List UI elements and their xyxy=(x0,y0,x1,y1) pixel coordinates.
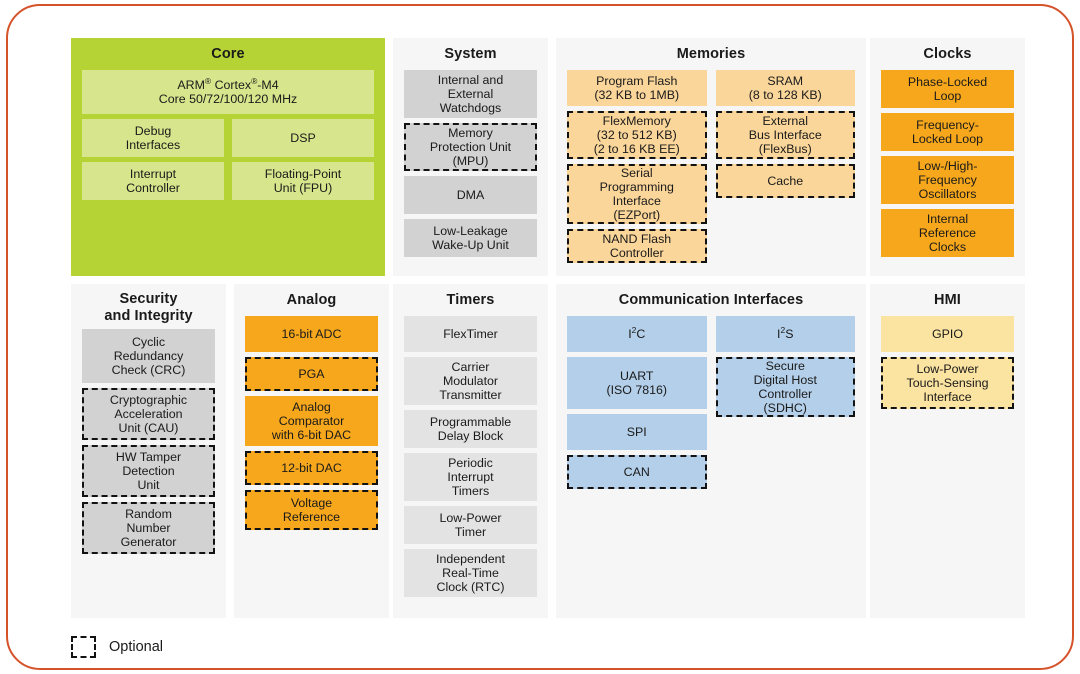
comms-column-right: I2S Secure Digital Host Controller (SDHC… xyxy=(715,316,855,417)
block-low-power-timer: Low-Power Timer xyxy=(404,506,537,544)
block-low-power-touch-sensing-interface: Low-Power Touch-Sensing Interface xyxy=(881,357,1014,409)
panel-hmi: HMI GPIO Low-Power Touch-Sensing Interfa… xyxy=(870,284,1025,618)
memories-column-left: Program Flash (32 KB to 1MB) FlexMemory … xyxy=(567,70,707,263)
block-internal-reference-clocks: Internal Reference Clocks xyxy=(881,209,1014,257)
block-carrier-modulator-transmitter: Carrier Modulator Transmitter xyxy=(404,357,537,405)
block-serial-programming-interface: Serial Programming Interface (EZPort) xyxy=(567,164,707,224)
block-program-flash: Program Flash (32 KB to 1MB) xyxy=(567,70,707,106)
block-oscillators: Low-/High- Frequency Oscillators xyxy=(881,156,1014,204)
panel-clocks: Clocks Phase-Locked Loop Frequency- Lock… xyxy=(870,38,1025,276)
memories-column-right: SRAM (8 to 128 KB) External Bus Interfac… xyxy=(715,70,855,198)
panel-hmi-title: HMI xyxy=(934,292,961,308)
block-secure-digital-host-controller: Secure Digital Host Controller (SDHC) xyxy=(715,357,855,417)
block-frequency-locked-loop: Frequency- Locked Loop xyxy=(881,113,1014,151)
dashed-square-icon xyxy=(71,636,96,658)
block-independent-real-time-clock: Independent Real-Time Clock (RTC) xyxy=(404,549,537,597)
block-sram: SRAM (8 to 128 KB) xyxy=(715,70,855,106)
panel-memories: Memories Program Flash (32 KB to 1MB) Fl… xyxy=(556,38,866,276)
block-cyclic-redundancy-check: Cyclic Redundancy Check (CRC) xyxy=(82,329,215,383)
block-memory-protection-unit: Memory Protection Unit (MPU) xyxy=(404,123,537,171)
block-label: I2S xyxy=(777,324,794,341)
block-uart: UART (ISO 7816) xyxy=(567,357,707,409)
comms-column-left: I2C UART (ISO 7816) SPI CAN xyxy=(567,316,707,489)
block-watchdogs: Internal and External Watchdogs xyxy=(404,70,537,118)
panel-analog: Analog 16-bit ADC PGA Analog Comparator … xyxy=(234,284,389,618)
panel-timers-title: Timers xyxy=(446,292,495,308)
block-i2s: I2S xyxy=(715,316,855,352)
legend-label: Optional xyxy=(109,639,164,655)
block-random-number-generator: Random Number Generator xyxy=(82,502,215,554)
block-nand-flash-controller: NAND Flash Controller xyxy=(567,229,707,263)
panel-analog-title: Analog xyxy=(286,292,337,308)
block-can: CAN xyxy=(567,455,707,489)
block-floating-point-unit: Floating-Point Unit (FPU) xyxy=(232,162,374,200)
legend: Optional xyxy=(71,636,163,658)
panel-clocks-title: Clocks xyxy=(923,46,972,62)
panel-system: System Internal and External Watchdogs M… xyxy=(393,38,548,276)
panel-timers: Timers FlexTimer Carrier Modulator Trans… xyxy=(393,284,548,618)
panel-comms-title: Communication Interfaces xyxy=(618,292,804,308)
block-cache: Cache xyxy=(715,164,855,198)
block-flexmemory: FlexMemory (32 to 512 KB) (2 to 16 KB EE… xyxy=(567,111,707,159)
panel-security-title: Security and Integrity xyxy=(104,291,193,324)
block-i2c: I2C xyxy=(567,316,707,352)
block-interrupt-controller: Interrupt Controller xyxy=(82,162,224,200)
block-12-bit-dac: 12-bit DAC xyxy=(245,451,378,485)
panel-communication-interfaces: Communication Interfaces I2C UART (ISO 7… xyxy=(556,284,866,618)
block-spi: SPI xyxy=(567,414,707,450)
block-debug-interfaces: Debug Interfaces xyxy=(82,119,224,157)
block-hw-tamper-detection-unit: HW Tamper Detection Unit xyxy=(82,445,215,497)
block-flextimer: FlexTimer xyxy=(404,316,537,352)
block-voltage-reference: Voltage Reference xyxy=(245,490,378,530)
block-dsp: DSP xyxy=(232,119,374,157)
block-cryptographic-acceleration-unit: Cryptographic Acceleration Unit (CAU) xyxy=(82,388,215,440)
panel-system-title: System xyxy=(444,46,497,62)
block-programmable-delay-block: Programmable Delay Block xyxy=(404,410,537,448)
block-analog-comparator: Analog Comparator with 6-bit DAC xyxy=(245,396,378,446)
block-external-bus-interface: External Bus Interface (FlexBus) xyxy=(715,111,855,159)
block-low-leakage-wake-up-unit: Low-Leakage Wake-Up Unit xyxy=(404,219,537,257)
block-periodic-interrupt-timers: Periodic Interrupt Timers xyxy=(404,453,537,501)
block-16-bit-adc: 16-bit ADC xyxy=(245,316,378,352)
block-gpio: GPIO xyxy=(881,316,1014,352)
panel-core-title: Core xyxy=(211,46,245,62)
panel-security-and-integrity: Security and Integrity Cyclic Redundancy… xyxy=(71,284,226,618)
panel-memories-title: Memories xyxy=(676,46,746,62)
block-pga: PGA xyxy=(245,357,378,391)
block-phase-locked-loop: Phase-Locked Loop xyxy=(881,70,1014,108)
block-label: I2C xyxy=(628,324,646,341)
block-dma: DMA xyxy=(404,176,537,214)
